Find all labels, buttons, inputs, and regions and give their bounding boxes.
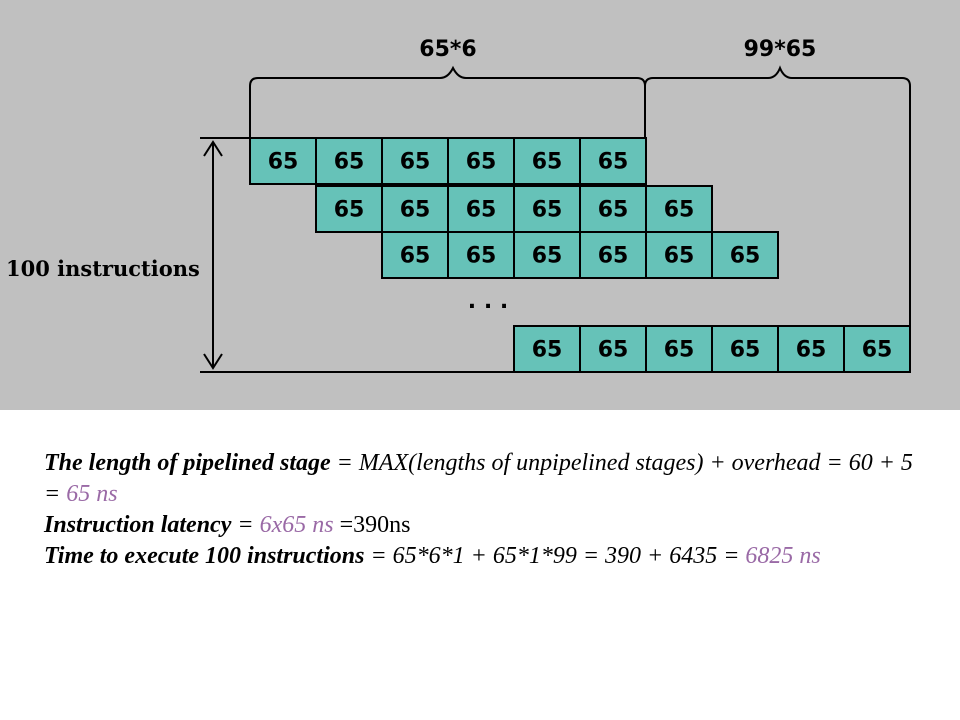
arrow-up-head [203, 140, 223, 157]
stage-length-result: 65 ns [66, 481, 118, 507]
stage-cell-value: 65 [532, 150, 563, 175]
stage-cell [315, 185, 383, 233]
stage-cell-value: 65 [466, 198, 497, 223]
stage-cell-value: 65 [532, 338, 563, 363]
stage-cell-value: 65 [598, 198, 629, 223]
stage-cell-value: 65 [334, 198, 365, 223]
pipeline-row-2: 65 65 65 65 65 65 [315, 185, 713, 233]
stage-cell-value: 65 [532, 244, 563, 269]
brace-right-label: 99*65 [744, 37, 817, 62]
stage-cell-value: 65 [466, 244, 497, 269]
stage-cell [381, 185, 449, 233]
stage-length-term: The length of pipelined stage [44, 450, 331, 476]
stage-cell [513, 185, 581, 233]
instruction-count-label: 100 instructions [6, 256, 200, 281]
stage-cell [447, 231, 515, 279]
stage-length-line: The length of pipelined stage = MAX(leng… [44, 448, 924, 510]
pipeline-row-last: 65 65 65 65 65 65 [513, 325, 911, 373]
stage-cell-value: 65 [598, 150, 629, 175]
stage-cell [843, 325, 911, 373]
execution-time-line: Time to execute 100 instructions = 65*6*… [44, 541, 924, 572]
stage-cell [645, 231, 713, 279]
stage-cell [249, 137, 317, 185]
stage-cell [579, 137, 647, 185]
stage-cell [513, 137, 581, 185]
stage-cell-value: 65 [664, 198, 695, 223]
execution-time-term: Time to execute 100 instructions [44, 543, 365, 569]
stage-cell-value: 65 [400, 198, 431, 223]
stage-cell-value: 65 [598, 244, 629, 269]
stage-cell-value: 65 [598, 338, 629, 363]
latency-term: Instruction latency [44, 512, 232, 538]
brace-left [249, 65, 646, 138]
arrow-down-head [203, 353, 223, 370]
stage-cell [447, 137, 515, 185]
stage-cell-value: 65 [400, 150, 431, 175]
stage-cell-value: 65 [730, 338, 761, 363]
latency-line: Instruction latency = 6x65 ns =390ns [44, 510, 924, 541]
ellipsis: . . . [468, 289, 508, 314]
latency-equals: = [231, 512, 260, 538]
execution-time-formula: = 65*6*1 + 65*1*99 = 390 + 6435 = [364, 543, 746, 569]
brace-right [644, 65, 911, 328]
stage-cell [645, 185, 713, 233]
stage-cell-value: 65 [664, 338, 695, 363]
pipeline-row-3: 65 65 65 65 65 65 [381, 231, 779, 279]
stage-cell-value: 65 [334, 150, 365, 175]
latency-formula: 6x65 ns [259, 512, 334, 538]
stage-cell-value: 65 [400, 244, 431, 269]
stage-cell [381, 231, 449, 279]
pipeline-row-1: 65 65 65 65 65 65 [249, 137, 647, 185]
latency-result: =390ns [333, 512, 411, 538]
stage-cell-value: 65 [268, 150, 299, 175]
stage-cell-value: 65 [664, 244, 695, 269]
stage-cell-value: 65 [466, 150, 497, 175]
stage-cell [777, 325, 845, 373]
execution-time-result: 6825 ns [745, 543, 821, 569]
stage-cell-value: 65 [862, 338, 893, 363]
stage-cell-value: 65 [532, 198, 563, 223]
stage-cell-value: 65 [796, 338, 827, 363]
stage-cell-value: 65 [730, 244, 761, 269]
stage-length-formula: = MAX(lengths of unpipelined stages) + o… [44, 450, 913, 507]
stage-cell [711, 231, 779, 279]
brace-left-label: 65*6 [419, 37, 476, 62]
explanation-text: The length of pipelined stage = MAX(leng… [44, 448, 924, 572]
